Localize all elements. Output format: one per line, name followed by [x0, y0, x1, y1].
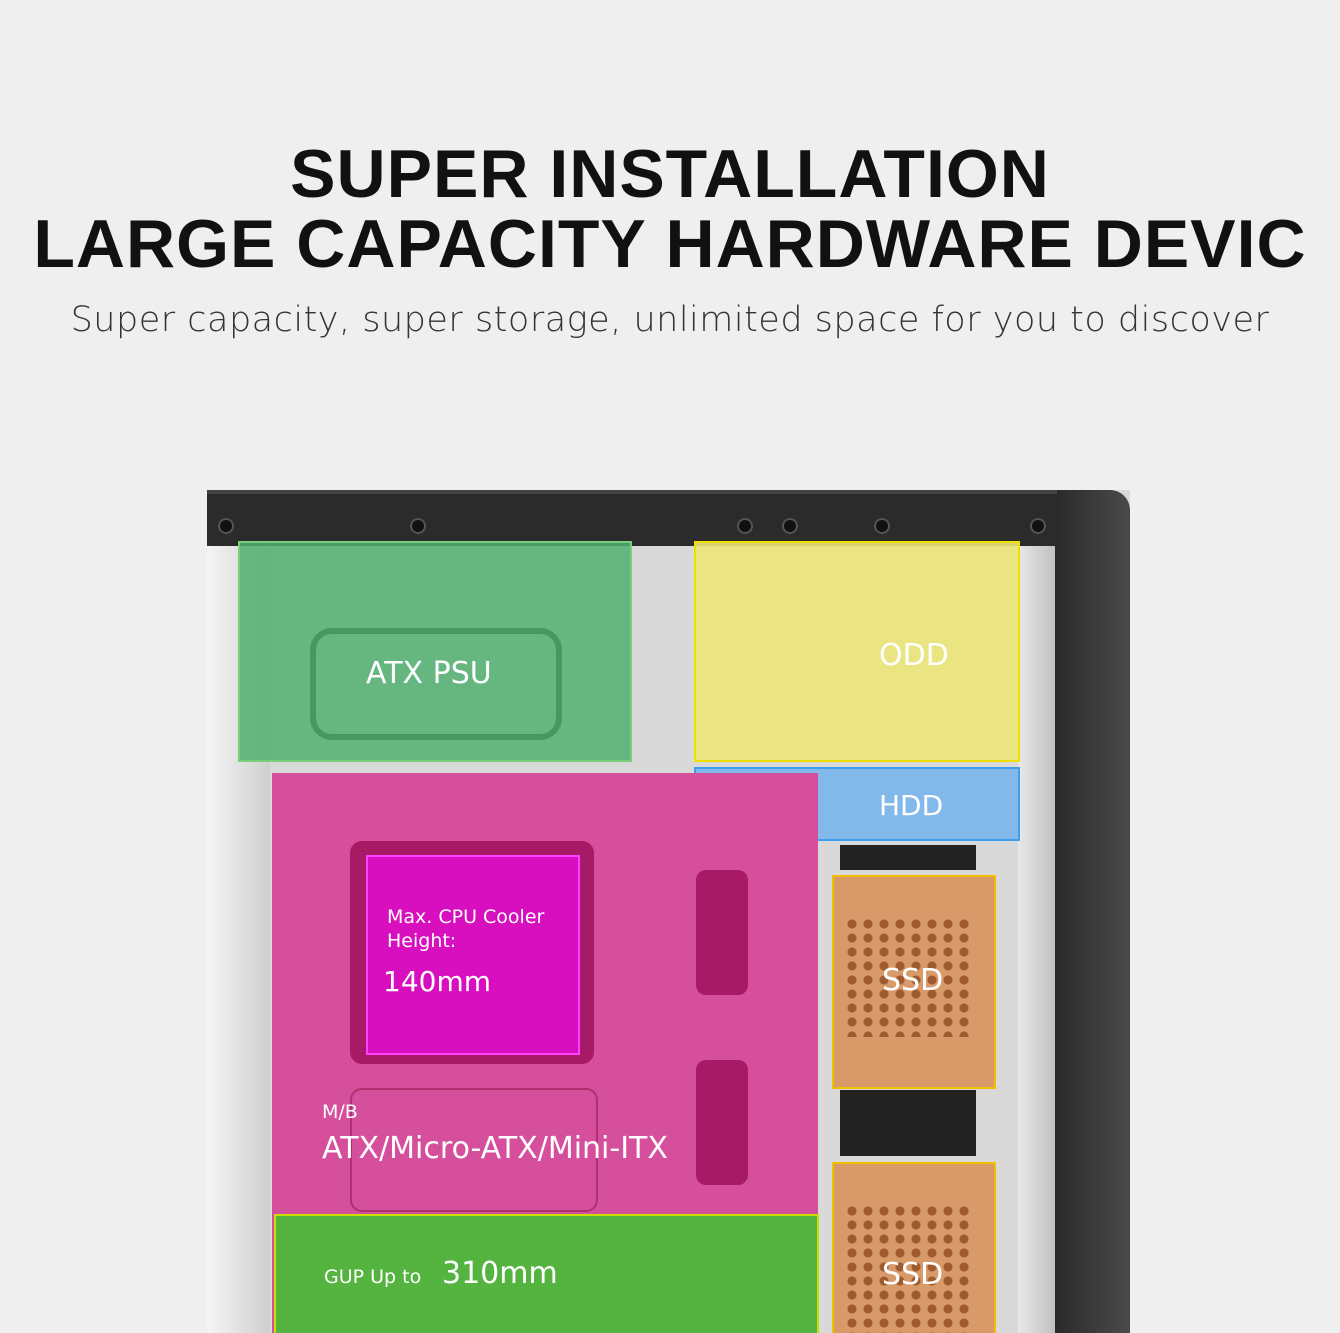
screw-icon	[737, 518, 753, 534]
cpu-caption: Max. CPU Cooler Height:	[387, 906, 545, 952]
screw-icon	[1030, 518, 1046, 534]
cpu-value: 140mm	[383, 965, 491, 998]
ssd-label-2: SSD	[882, 1257, 944, 1292]
case-right-rail	[1018, 540, 1058, 1333]
ssd-zone-1: SSD	[832, 875, 996, 1089]
cable-hole	[696, 870, 748, 995]
drive-slot	[840, 1090, 976, 1156]
ssd-zone-2: SSD	[832, 1162, 996, 1333]
gpu-caption: GUP Up to	[324, 1266, 422, 1288]
mb-value: ATX/Micro-ATX/Mini-ITX	[322, 1131, 668, 1166]
psu-outline	[310, 628, 562, 740]
title-line-2: LARGE CAPACITY HARDWARE DEVIC	[33, 206, 1307, 282]
gpu-zone: GUP Up to 310mm	[274, 1214, 819, 1333]
drive-slot	[840, 845, 976, 870]
title-line-1: SUPER INSTALLATION	[290, 136, 1050, 212]
psu-zone: ATX PSU	[238, 541, 632, 762]
mb-outline	[350, 1088, 598, 1212]
cable-hole	[696, 1060, 748, 1185]
screw-icon	[782, 518, 798, 534]
cpu-cooler-zone: Max. CPU Cooler Height: 140mm	[366, 855, 580, 1055]
ssd-label-1: SSD	[882, 963, 944, 998]
front-panel	[1055, 490, 1130, 1333]
gpu-value: 310mm	[442, 1256, 558, 1291]
subtitle: Super capacity, super storage, unlimited…	[70, 300, 1270, 340]
mb-caption: M/B	[322, 1101, 358, 1123]
odd-zone: ODD	[694, 541, 1020, 762]
screw-icon	[218, 518, 234, 534]
screw-icon	[874, 518, 890, 534]
screw-icon	[410, 518, 426, 534]
vent-pattern	[844, 917, 974, 1037]
psu-label: ATX PSU	[366, 656, 492, 691]
top-frame	[207, 490, 1057, 546]
vent-pattern	[844, 1204, 974, 1333]
odd-label: ODD	[879, 638, 949, 673]
hdd-label: HDD	[879, 789, 944, 822]
